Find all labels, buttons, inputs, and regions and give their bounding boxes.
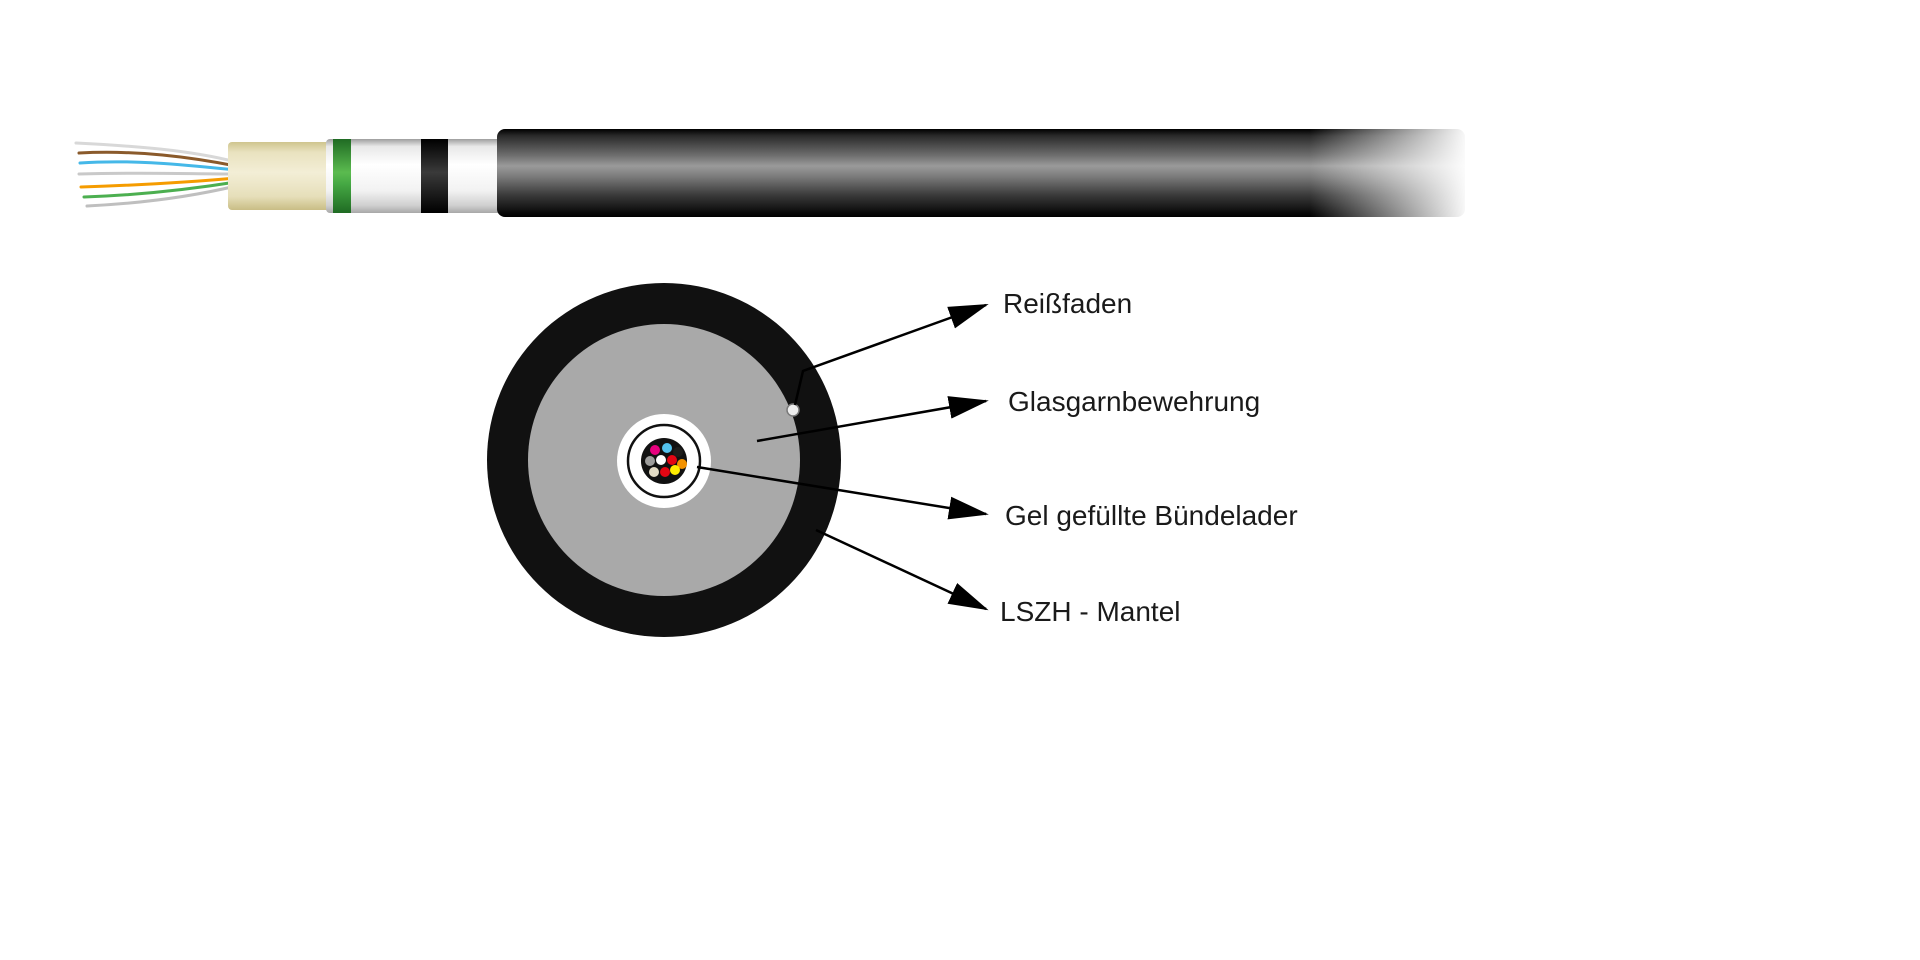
bundle-fiber (677, 459, 687, 469)
inner-sheath-segment (326, 139, 506, 213)
outer-jacket-segment (497, 129, 1465, 217)
label-ripcord: Reißfaden (1003, 288, 1133, 319)
annotation-arrows (696, 303, 989, 611)
arrow-ripcord (793, 303, 989, 406)
fiber-strand (77, 150, 238, 168)
black-marker-ring (421, 139, 448, 213)
green-marker-ring (333, 139, 351, 213)
label-jacket: LSZH - Mantel (1000, 596, 1181, 627)
fiber-strand (79, 176, 238, 189)
fiber-strand (77, 171, 238, 176)
label-armor: Glasgarnbewehrung (1008, 386, 1261, 417)
arrow-buffer-tube (696, 465, 989, 520)
cable-side-view (74, 120, 1710, 230)
bundle-fiber (660, 467, 670, 477)
fiber-strand (82, 180, 238, 199)
bundle-fiber (649, 467, 659, 477)
arrow-armor (756, 396, 989, 443)
fiber-strand (78, 160, 238, 172)
bundle-fiber (650, 445, 660, 455)
fiber-strand (85, 184, 238, 208)
jacket-fade-overlay (1310, 120, 1710, 230)
buffer-tube-segment (228, 142, 332, 210)
bundle-fiber (645, 456, 655, 466)
ripcord-dot (786, 403, 800, 417)
bundle-fiber (673, 447, 683, 457)
bundle-fibers (645, 443, 687, 477)
bundle-fiber (662, 443, 672, 453)
label-buffer-tube: Gel gefüllte Bündelader (1005, 500, 1298, 531)
fiber-strands (74, 141, 238, 208)
bundle-fiber (656, 455, 666, 465)
bundle-fiber (670, 465, 680, 475)
cable-cross-section (487, 283, 841, 637)
fiber-strand (74, 141, 238, 164)
bundle-fiber (667, 455, 677, 465)
arrow-jacket (815, 528, 989, 611)
